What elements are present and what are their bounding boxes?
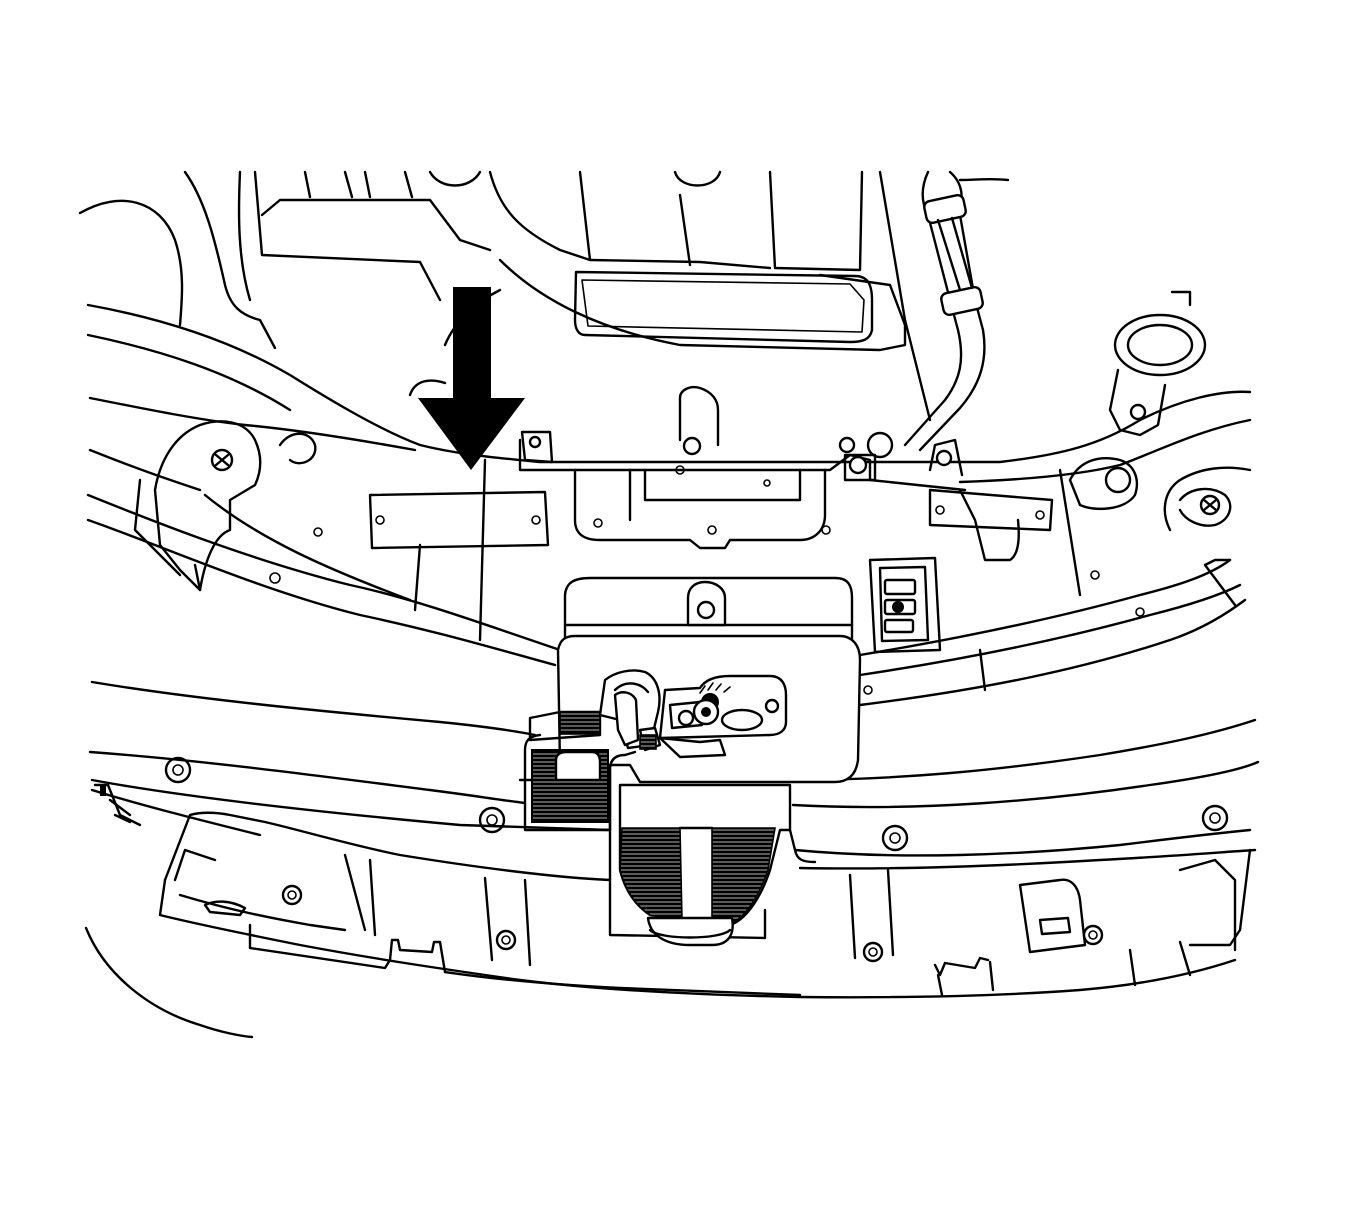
engine-compartment-background [78, 170, 1010, 422]
lower-fascia [88, 680, 1260, 870]
hood-latch-assembly [518, 576, 862, 832]
left-mount-bracket [133, 420, 323, 592]
coolant-cap [1108, 290, 1207, 437]
release-handle [868, 556, 942, 654]
location-arrow [418, 287, 525, 470]
air-deflector [158, 811, 1252, 999]
plate-bolts [520, 385, 964, 482]
upper-tie-bar [86, 303, 1252, 707]
wheel-arch-curve [84, 926, 254, 1039]
right-mount-bracket [1068, 457, 1232, 527]
ac-line [903, 170, 986, 452]
latch-lower-support [608, 768, 817, 947]
